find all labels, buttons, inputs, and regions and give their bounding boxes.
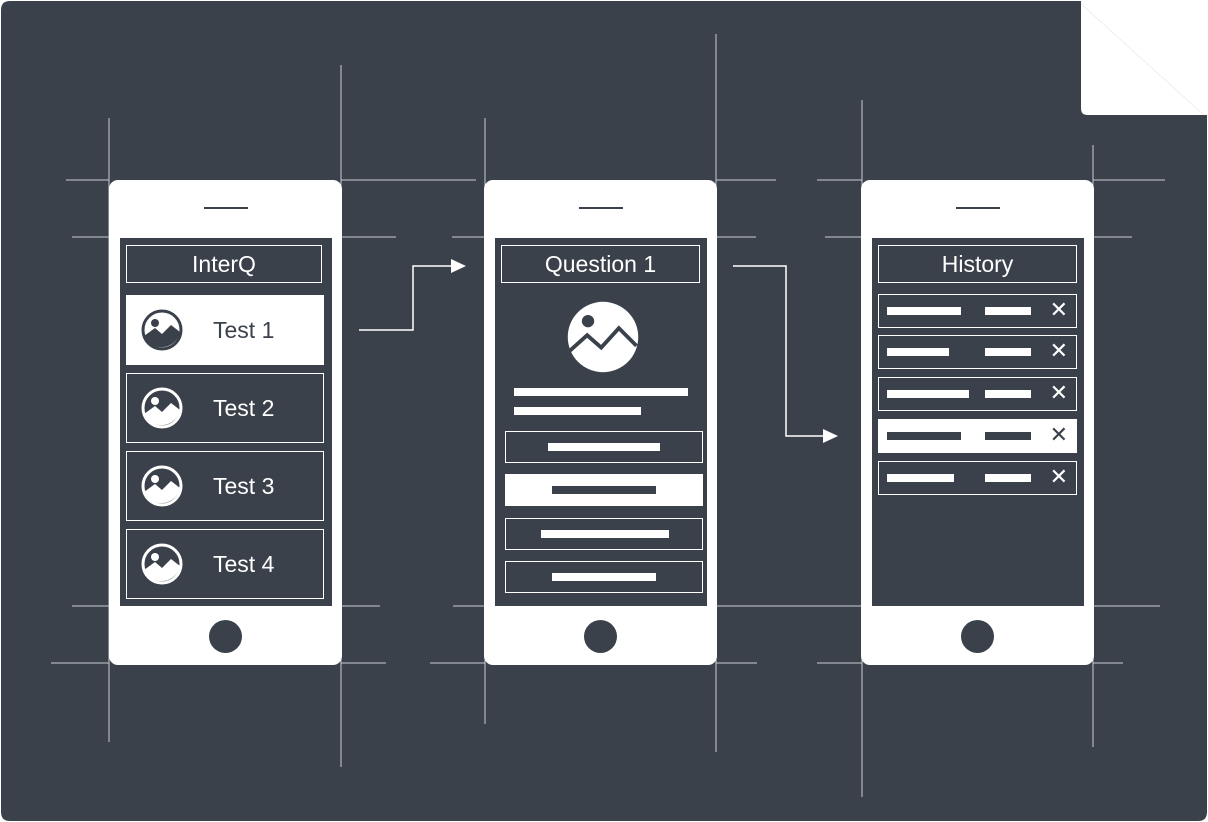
image-icon xyxy=(141,387,183,429)
close-icon[interactable]: ✕ xyxy=(1049,338,1068,363)
close-icon[interactable]: ✕ xyxy=(1049,464,1068,489)
history-row[interactable]: ✕ xyxy=(878,377,1077,411)
image-icon xyxy=(141,543,183,585)
test-item-label: Test 2 xyxy=(213,394,275,421)
screen-home: InterQ Test 1 Test 2 Test 3 Test 4 xyxy=(120,238,332,606)
page-fold-corner xyxy=(1078,1,1207,118)
home-button[interactable] xyxy=(961,620,994,653)
phone-history: History ✕ ✕ ✕ ✕ ✕ xyxy=(861,180,1094,665)
test-item-label: Test 3 xyxy=(213,472,275,499)
close-icon[interactable]: ✕ xyxy=(1049,297,1068,322)
phone-question: Question 1 xyxy=(484,180,717,665)
phone-speaker xyxy=(204,207,248,209)
image-icon xyxy=(141,309,183,351)
home-button[interactable] xyxy=(584,620,617,653)
history-row[interactable]: ✕ xyxy=(878,419,1077,453)
answer-option[interactable] xyxy=(505,431,703,463)
close-icon[interactable]: ✕ xyxy=(1049,380,1068,405)
image-icon xyxy=(141,465,183,507)
home-button[interactable] xyxy=(209,620,242,653)
test-item[interactable]: Test 4 xyxy=(126,529,324,599)
history-row[interactable]: ✕ xyxy=(878,335,1077,369)
app-title: InterQ xyxy=(126,245,322,283)
flow-arrow-home-to-question xyxy=(359,265,452,331)
test-item[interactable]: Test 3 xyxy=(126,451,324,521)
flow-arrow-question-to-history xyxy=(733,265,824,437)
question-text-line xyxy=(514,388,688,396)
history-row[interactable]: ✕ xyxy=(878,294,1077,328)
arrowhead-icon xyxy=(823,429,838,443)
test-item[interactable]: Test 2 xyxy=(126,373,324,443)
arrowhead-icon xyxy=(451,259,466,273)
history-row[interactable]: ✕ xyxy=(878,461,1077,495)
question-text-line xyxy=(514,407,641,415)
flow-arrows xyxy=(359,265,824,437)
test-item-label: Test 4 xyxy=(213,550,275,577)
phone-speaker xyxy=(579,207,623,209)
question-title: Question 1 xyxy=(501,245,700,283)
test-item[interactable]: Test 1 xyxy=(126,295,324,365)
history-title: History xyxy=(878,245,1077,283)
phone-home: InterQ Test 1 Test 2 Test 3 Test 4 xyxy=(109,180,342,665)
screen-history: History ✕ ✕ ✕ ✕ ✕ xyxy=(872,238,1084,606)
answer-option[interactable] xyxy=(505,474,703,506)
answer-option[interactable] xyxy=(505,561,703,593)
screen-question: Question 1 xyxy=(495,238,707,606)
image-icon xyxy=(567,301,639,373)
close-icon[interactable]: ✕ xyxy=(1049,422,1068,447)
phone-speaker xyxy=(956,207,1000,209)
answer-option[interactable] xyxy=(505,518,703,550)
test-item-label: Test 1 xyxy=(213,316,275,343)
